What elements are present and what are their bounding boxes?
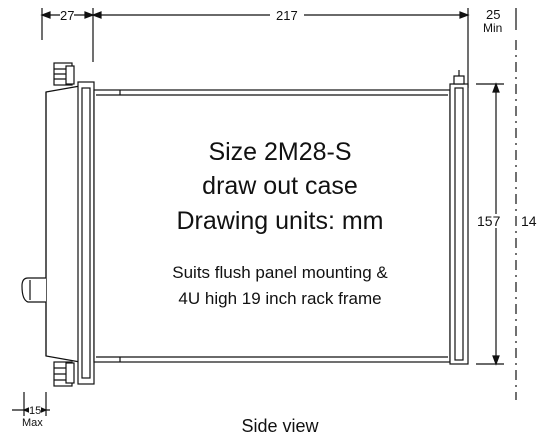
dimension-knob-projection: 15 [29,404,42,418]
drawing-caption: Side view [241,416,319,436]
dimension-knob-note: Max [22,416,43,430]
arrow-27-l [40,11,51,19]
dimension-depth-case: 217 [270,9,304,23]
dimension-height-case: 157 [477,213,501,229]
drawing-title-units: Drawing units: mm [176,207,384,235]
drawing-title-case: draw out case [202,172,358,200]
rear-terminal-block [449,83,469,365]
drawing-subtitle-mount: Suits flush panel mounting & [172,263,388,282]
arrow-217-r [459,11,470,19]
drawing-title-size: Size 2M28-S [208,138,352,166]
dimension-height-cutoff: 14 [521,213,537,229]
drawing-subtitle-rack: 4U high 19 inch rack frame [178,289,382,308]
front-flange [77,81,95,385]
dimension-clearance-rear: 25 [486,7,501,22]
connector-top-2 [65,65,75,85]
arrow-27-r [84,11,95,19]
reset-knob [21,277,46,303]
rear-stud [453,75,465,85]
dimension-clearance-note: Min [483,21,503,35]
connector-bottom-2 [65,362,75,384]
front-cover [45,85,81,363]
arrow-217-l [91,11,102,19]
case-body [93,89,451,363]
dimension-depth-front: 27 [60,8,75,23]
